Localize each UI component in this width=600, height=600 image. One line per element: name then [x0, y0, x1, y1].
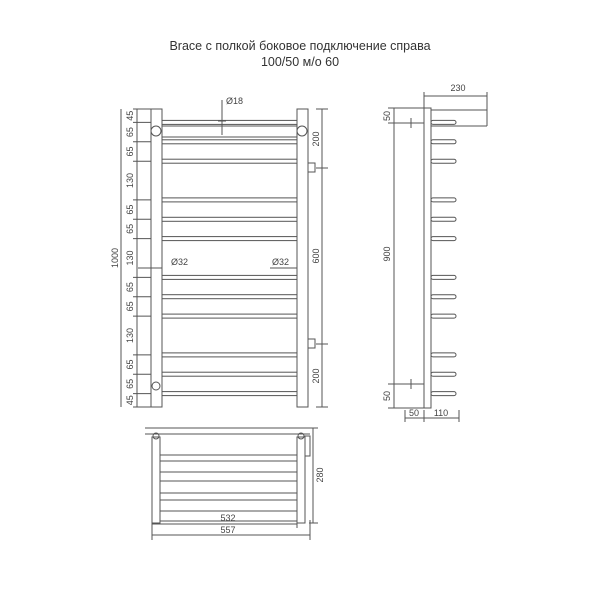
- connection-bottom-icon: [307, 338, 316, 349]
- inner-width-label: 532: [220, 513, 235, 523]
- mount-top-left-icon: [150, 125, 162, 137]
- top-view: [145, 427, 318, 540]
- side-rungs: [430, 119, 457, 397]
- left-dim-label: 65: [125, 379, 135, 389]
- front-rung: [161, 216, 298, 222]
- left-dim-label: 65: [125, 127, 135, 137]
- front-rung: [161, 313, 298, 319]
- total-width-label: 557: [220, 525, 235, 535]
- top-connection-icon: [304, 435, 311, 457]
- top-mount-right-icon: [297, 432, 305, 440]
- depth-label: 280: [315, 467, 325, 482]
- left-collector: [150, 108, 163, 408]
- front-rungs: [161, 119, 298, 397]
- side-view: [388, 92, 488, 422]
- left-dim-label: 130: [125, 250, 135, 265]
- tube-diameter-left-label: Ø32: [171, 257, 188, 267]
- side-rung: [430, 391, 457, 397]
- front-rung: [161, 352, 298, 358]
- front-rung: [161, 197, 298, 203]
- side-rung: [430, 274, 457, 280]
- shelf-depth-label: 230: [450, 83, 465, 93]
- total-height-label: 1000: [110, 248, 120, 268]
- left-dim-label: 45: [125, 395, 135, 405]
- side-rung: [430, 352, 457, 358]
- front-rung: [161, 371, 298, 377]
- top-mount-left-icon: [152, 432, 160, 440]
- mount-top-right-icon: [296, 125, 308, 137]
- front-rung: [161, 294, 298, 300]
- connection-top-icon: [307, 162, 316, 173]
- top-left-collector: [151, 436, 161, 524]
- left-dim-label: 65: [125, 282, 135, 292]
- side-rung: [430, 313, 457, 319]
- side-rung: [430, 197, 457, 203]
- left-dim-label: 45: [125, 111, 135, 121]
- front-rung: [161, 274, 298, 280]
- center-distance-label: 900: [382, 246, 392, 261]
- left-dim-label: 65: [125, 301, 135, 311]
- front-view: [120, 100, 328, 408]
- left-dim-label: 130: [125, 328, 135, 343]
- side-rung: [430, 119, 457, 125]
- right-collector: [296, 108, 309, 408]
- side-rung: [430, 294, 457, 300]
- side-rung: [430, 371, 457, 377]
- mount-bottom-left-icon: [151, 381, 161, 391]
- right-dim-mid: 600: [311, 248, 321, 263]
- drawing-title: Brace с полкой боковое подключение справ…: [169, 39, 431, 53]
- tube-diameter-right-label: Ø32: [272, 257, 289, 267]
- side-bottom-offset-label: 50: [382, 391, 392, 401]
- side-rung: [430, 216, 457, 222]
- front-rung: [161, 158, 298, 164]
- front-rung: [161, 139, 298, 145]
- front-rung: [161, 119, 298, 125]
- drawing-subtitle: 100/50 м/о 60: [260, 55, 340, 69]
- side-bottom-dim-a: 50: [409, 408, 419, 418]
- side-collector: [423, 107, 432, 409]
- left-dim-label: 65: [125, 359, 135, 369]
- right-dim-top: 200: [311, 131, 321, 146]
- front-rung: [161, 391, 298, 397]
- side-bottom-dim-b: 110: [434, 408, 448, 418]
- side-rung: [430, 158, 457, 164]
- left-dim-label: 130: [125, 173, 135, 188]
- side-rung: [430, 139, 457, 145]
- side-rung: [430, 236, 457, 242]
- front-rung: [161, 236, 298, 242]
- left-dimension-labels: 45 65 65 130 65 65 130 65 65 130 65 65 45: [125, 111, 135, 406]
- top-right-collector: [296, 436, 306, 524]
- left-dim-label: 65: [125, 224, 135, 234]
- left-dim-label: 65: [125, 146, 135, 156]
- top-pipe-diameter-label: Ø18: [226, 96, 243, 106]
- right-dim-bottom: 200: [311, 368, 321, 383]
- side-top-offset-label: 50: [382, 111, 392, 121]
- left-dim-label: 65: [125, 205, 135, 215]
